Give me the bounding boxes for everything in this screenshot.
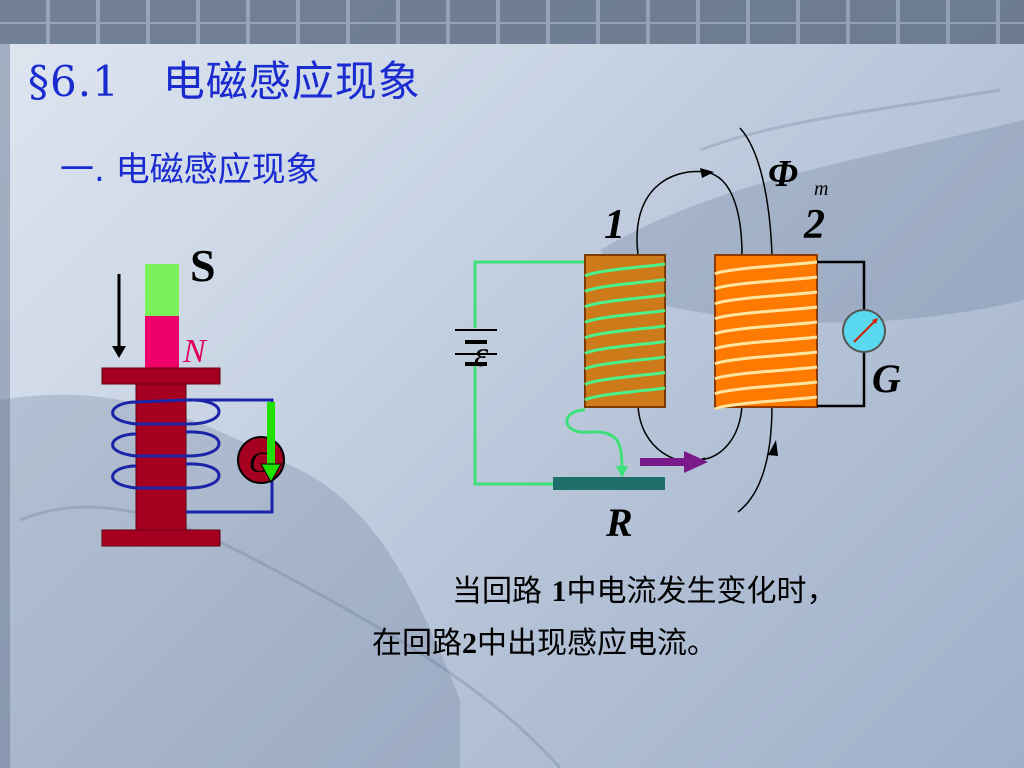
needle-tip [872, 318, 878, 324]
coil-1-turn [584, 309, 666, 324]
loop-2-label: 2 [803, 202, 825, 248]
resistor-label: R [605, 500, 633, 545]
galvanometer-2-label: G [872, 356, 901, 401]
top-border-decoration [0, 0, 1024, 44]
loop-1-label: 1 [604, 202, 625, 248]
core-bottom-flange [101, 529, 221, 547]
induced-current-arrow-head [260, 463, 282, 484]
coil-2-turn [714, 365, 818, 381]
coil-2-turns [714, 260, 818, 411]
slider-motion-arrow-head [684, 451, 708, 473]
coil-2-turn [714, 335, 818, 351]
coil-2-turn [714, 395, 818, 411]
caption-line-1: 当回路 1中电流发生变化时， [452, 574, 837, 609]
coil-2-turn [714, 275, 818, 291]
coil-2-turn [714, 350, 818, 366]
motion-arrow-head [112, 346, 126, 358]
coil-1-turn [584, 262, 666, 278]
galvanometer-needle [853, 319, 877, 343]
caption-line-2: 在回路2中出现感应电流。 [372, 626, 717, 661]
core-top-flange [101, 367, 221, 385]
coil-1-turn [584, 293, 666, 309]
coil-1-turn [584, 386, 666, 402]
coil-2-turn [714, 320, 818, 336]
coil-1-turn [584, 340, 666, 355]
mutual-induction-circuit: Φ m 1 2 ε R [455, 127, 901, 545]
magnet-n-pole [145, 316, 179, 368]
n-pole-label: N [182, 333, 208, 370]
page-title: §6.1 电磁感应现象 [28, 57, 421, 106]
loop-2-wire-bottom [817, 352, 866, 408]
coil-1-turn [584, 278, 666, 293]
coil-2-turn [714, 290, 818, 306]
s-pole-label: S [190, 240, 216, 291]
slider-arrow [616, 466, 628, 478]
resistor [553, 477, 665, 490]
coil-1-turn [584, 355, 666, 371]
flux-arrow-top [700, 168, 714, 178]
coil-2-turn [714, 305, 818, 321]
coil-2-turn [714, 260, 818, 276]
left-border-decoration [0, 44, 10, 768]
loop-1-wire [473, 260, 624, 486]
emf-label: ε [474, 334, 489, 374]
coil-1-turns [584, 262, 666, 402]
coil-1-turn [584, 371, 666, 386]
coil-2-turn [714, 380, 818, 396]
flux-arrow-right [768, 440, 778, 456]
magnet-experiment: S N G [101, 240, 285, 547]
loop-2-wire-top [817, 260, 866, 310]
flux-subscript: m [814, 178, 828, 200]
coil-1-turn [584, 324, 666, 340]
flux-symbol: Φ [768, 153, 798, 195]
magnet-s-pole [145, 264, 179, 316]
section-heading: 一. 电磁感应现象 [60, 150, 320, 190]
